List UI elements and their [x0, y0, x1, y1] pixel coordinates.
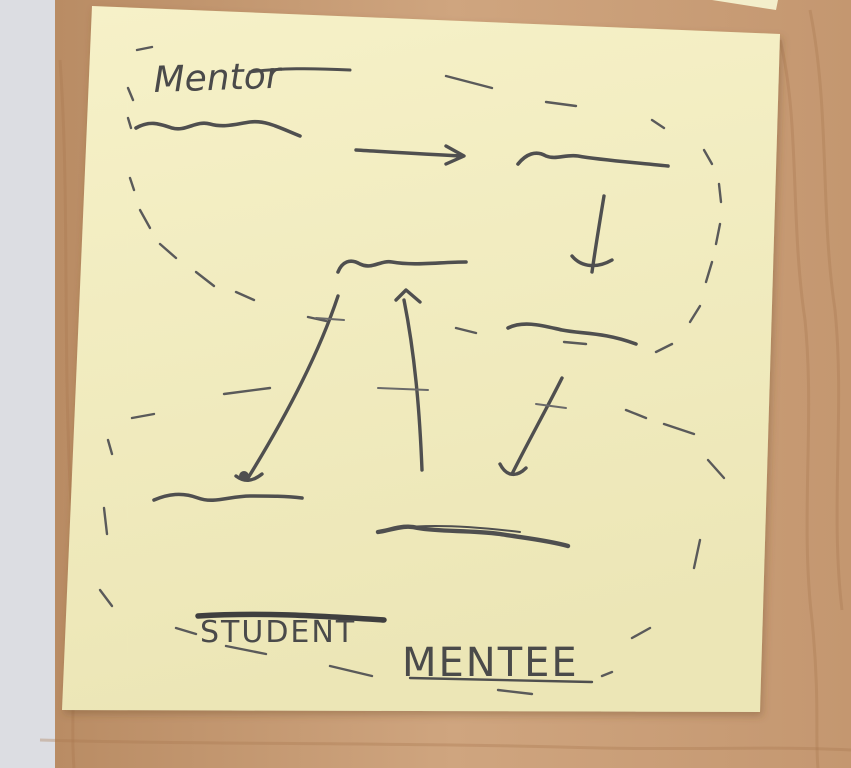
short-marks	[315, 317, 567, 409]
arrow-right	[354, 148, 464, 158]
arrow-down-left	[246, 294, 340, 480]
mentee-underline	[408, 676, 594, 684]
neighbor-note-corner	[712, 0, 778, 10]
scribble-line-5	[152, 492, 304, 503]
scribble-line-3	[336, 259, 468, 274]
mentee-region-outline	[98, 386, 726, 696]
scribble-lines	[134, 119, 670, 549]
sticky-note	[62, 6, 780, 712]
mentor-region-outline	[126, 45, 723, 354]
mentee-label: MENTEE	[402, 640, 579, 686]
scribble-line-2	[516, 151, 670, 168]
crossed-out-label: STUDENT	[200, 615, 356, 650]
pencil-sketch	[98, 45, 726, 696]
strikethrough-line	[195, 611, 387, 623]
scribble-line-4	[506, 322, 638, 346]
arrow-down-lower-right	[510, 376, 564, 476]
mentor-label: Mentor	[153, 56, 284, 101]
flow-arrows	[234, 144, 614, 482]
mentor-underline	[248, 67, 352, 74]
scribble-line-1	[134, 119, 302, 138]
